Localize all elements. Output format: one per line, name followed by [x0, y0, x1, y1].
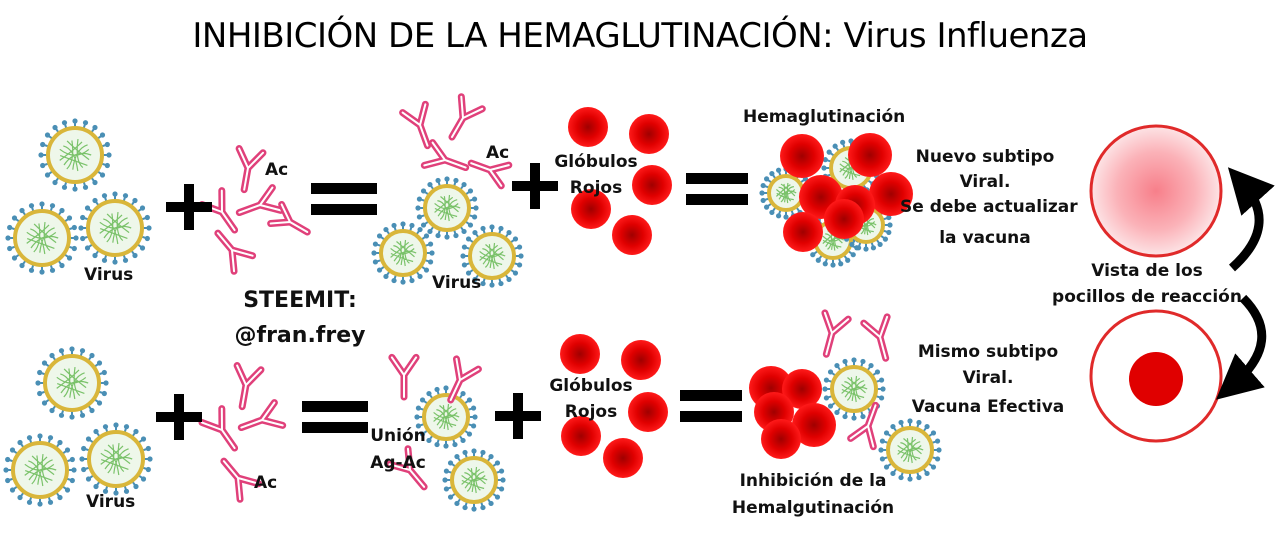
- complex-label-2: Ag-Ac: [370, 453, 426, 473]
- red-blood-cell-icon: [571, 189, 611, 229]
- equals-icon: [302, 401, 368, 433]
- wells-label-1: Vista de los: [1091, 261, 1203, 281]
- wells-label-2: pocillos de reacción: [1052, 287, 1242, 307]
- virus-particle-icon: [759, 166, 813, 220]
- red-blood-cell-icon: [632, 165, 672, 205]
- virus-particle-icon: [5, 201, 79, 275]
- virus-particle-icon: [878, 418, 942, 482]
- virus-particle-icon: [38, 118, 112, 192]
- rbc-label-top-1: Glóbulos: [554, 152, 638, 172]
- rbc-label-top-2: Rojos: [569, 178, 623, 198]
- rbc-label-bottom-1: Glóbulos: [549, 376, 633, 396]
- note-bottom-3: Vacuna Efectiva: [911, 397, 1065, 417]
- antibody-icon: [220, 457, 263, 503]
- red-blood-cell-icon: [761, 419, 801, 459]
- inhibition-label-2: Hemalgutinación: [731, 498, 895, 518]
- red-blood-cell-icon: [629, 114, 669, 154]
- antibody-label-bottom: Ac: [254, 473, 278, 493]
- note-top-3: Se debe actualizar: [900, 197, 1078, 217]
- note-top-2: Viral.: [959, 172, 1011, 192]
- plus-icon: [166, 184, 212, 230]
- virus-particle-icon: [415, 176, 479, 240]
- red-blood-cell-icon: [782, 369, 822, 409]
- red-blood-cell-icon: [783, 212, 823, 252]
- antibody-icon: [385, 445, 428, 491]
- antibody-icon: [447, 355, 482, 404]
- hemagglutination-label: Hemaglutinación: [743, 107, 906, 127]
- red-blood-cell-icon: [780, 134, 824, 178]
- antibody-icon: [235, 184, 285, 217]
- complex-label-1: Unión: [370, 426, 426, 446]
- antibody-icon: [237, 399, 287, 432]
- note-top-4: la vacuna: [939, 228, 1031, 248]
- well-agglutinated: [1089, 124, 1223, 258]
- antibody-label-top: Ac: [265, 160, 289, 180]
- credit-line-2: @fran.frey: [234, 323, 366, 348]
- red-blood-cell-icon: [568, 107, 608, 147]
- antibody-icon: [420, 139, 470, 172]
- antibody-icon: [214, 229, 257, 275]
- equals-icon: [680, 390, 742, 422]
- mix-virus-label-top: Virus: [432, 273, 482, 293]
- antibody-icon: [233, 362, 265, 411]
- plus-icon: [495, 393, 541, 439]
- red-blood-cell-icon: [848, 133, 892, 177]
- virus-particle-icon: [460, 224, 524, 288]
- red-blood-cell-icon: [869, 172, 913, 216]
- virus-particle-icon: [79, 422, 153, 496]
- note-top-1: Nuevo subtipo: [915, 147, 1055, 167]
- red-blood-cell-icon: [621, 340, 661, 380]
- antibody-icon: [388, 353, 420, 401]
- virus-particle-icon: [35, 346, 109, 420]
- antibody-icon: [448, 93, 486, 141]
- red-blood-cell-icon: [561, 416, 601, 456]
- virus-label-top: Virus: [84, 265, 134, 285]
- virus-particle-icon: [3, 433, 77, 507]
- equals-icon: [311, 183, 377, 215]
- antibody-icon: [267, 200, 311, 236]
- antibody-icon: [198, 405, 239, 452]
- rbc-label-bottom-2: Rojos: [564, 402, 618, 422]
- antibody-icon: [847, 401, 880, 451]
- antibody-icon: [821, 309, 852, 358]
- red-blood-cell-icon: [792, 403, 836, 447]
- antibody-icon: [235, 145, 267, 194]
- mix-antibody-label-top: Ac: [486, 143, 510, 163]
- note-bottom-2: Viral.: [962, 368, 1014, 388]
- red-blood-cell-icon: [628, 392, 668, 432]
- virus-particle-icon: [371, 221, 435, 285]
- red-blood-cell-icon: [603, 438, 643, 478]
- red-blood-cell-icon: [612, 215, 652, 255]
- red-blood-cell-icon: [560, 334, 600, 374]
- well-button-inhibited: [1089, 309, 1223, 443]
- virus-particle-icon: [822, 357, 886, 421]
- virus-particle-icon: [414, 385, 478, 449]
- virus-particle-icon: [78, 191, 152, 265]
- antibody-icon: [467, 159, 513, 190]
- plus-icon: [512, 163, 558, 209]
- red-blood-cell-icon: [824, 199, 864, 239]
- virus-particle-icon: [442, 448, 506, 512]
- inhibition-label-1: Inhibición de la: [739, 471, 887, 491]
- antibody-icon: [860, 313, 891, 362]
- page-title: INHIBICIÓN DE LA HEMAGLUTINACIÓN: Virus …: [192, 16, 1088, 56]
- curved-arrow-up-icon: [1227, 167, 1275, 272]
- equals-icon: [686, 173, 748, 205]
- virus-label-bottom: Virus: [86, 492, 136, 512]
- antibody-icon: [399, 100, 432, 150]
- curved-arrow-down-icon: [1215, 294, 1267, 400]
- note-bottom-1: Mismo subtipo: [917, 342, 1059, 362]
- plus-icon: [156, 394, 202, 440]
- credit-line-1: STEEMIT:: [243, 288, 357, 313]
